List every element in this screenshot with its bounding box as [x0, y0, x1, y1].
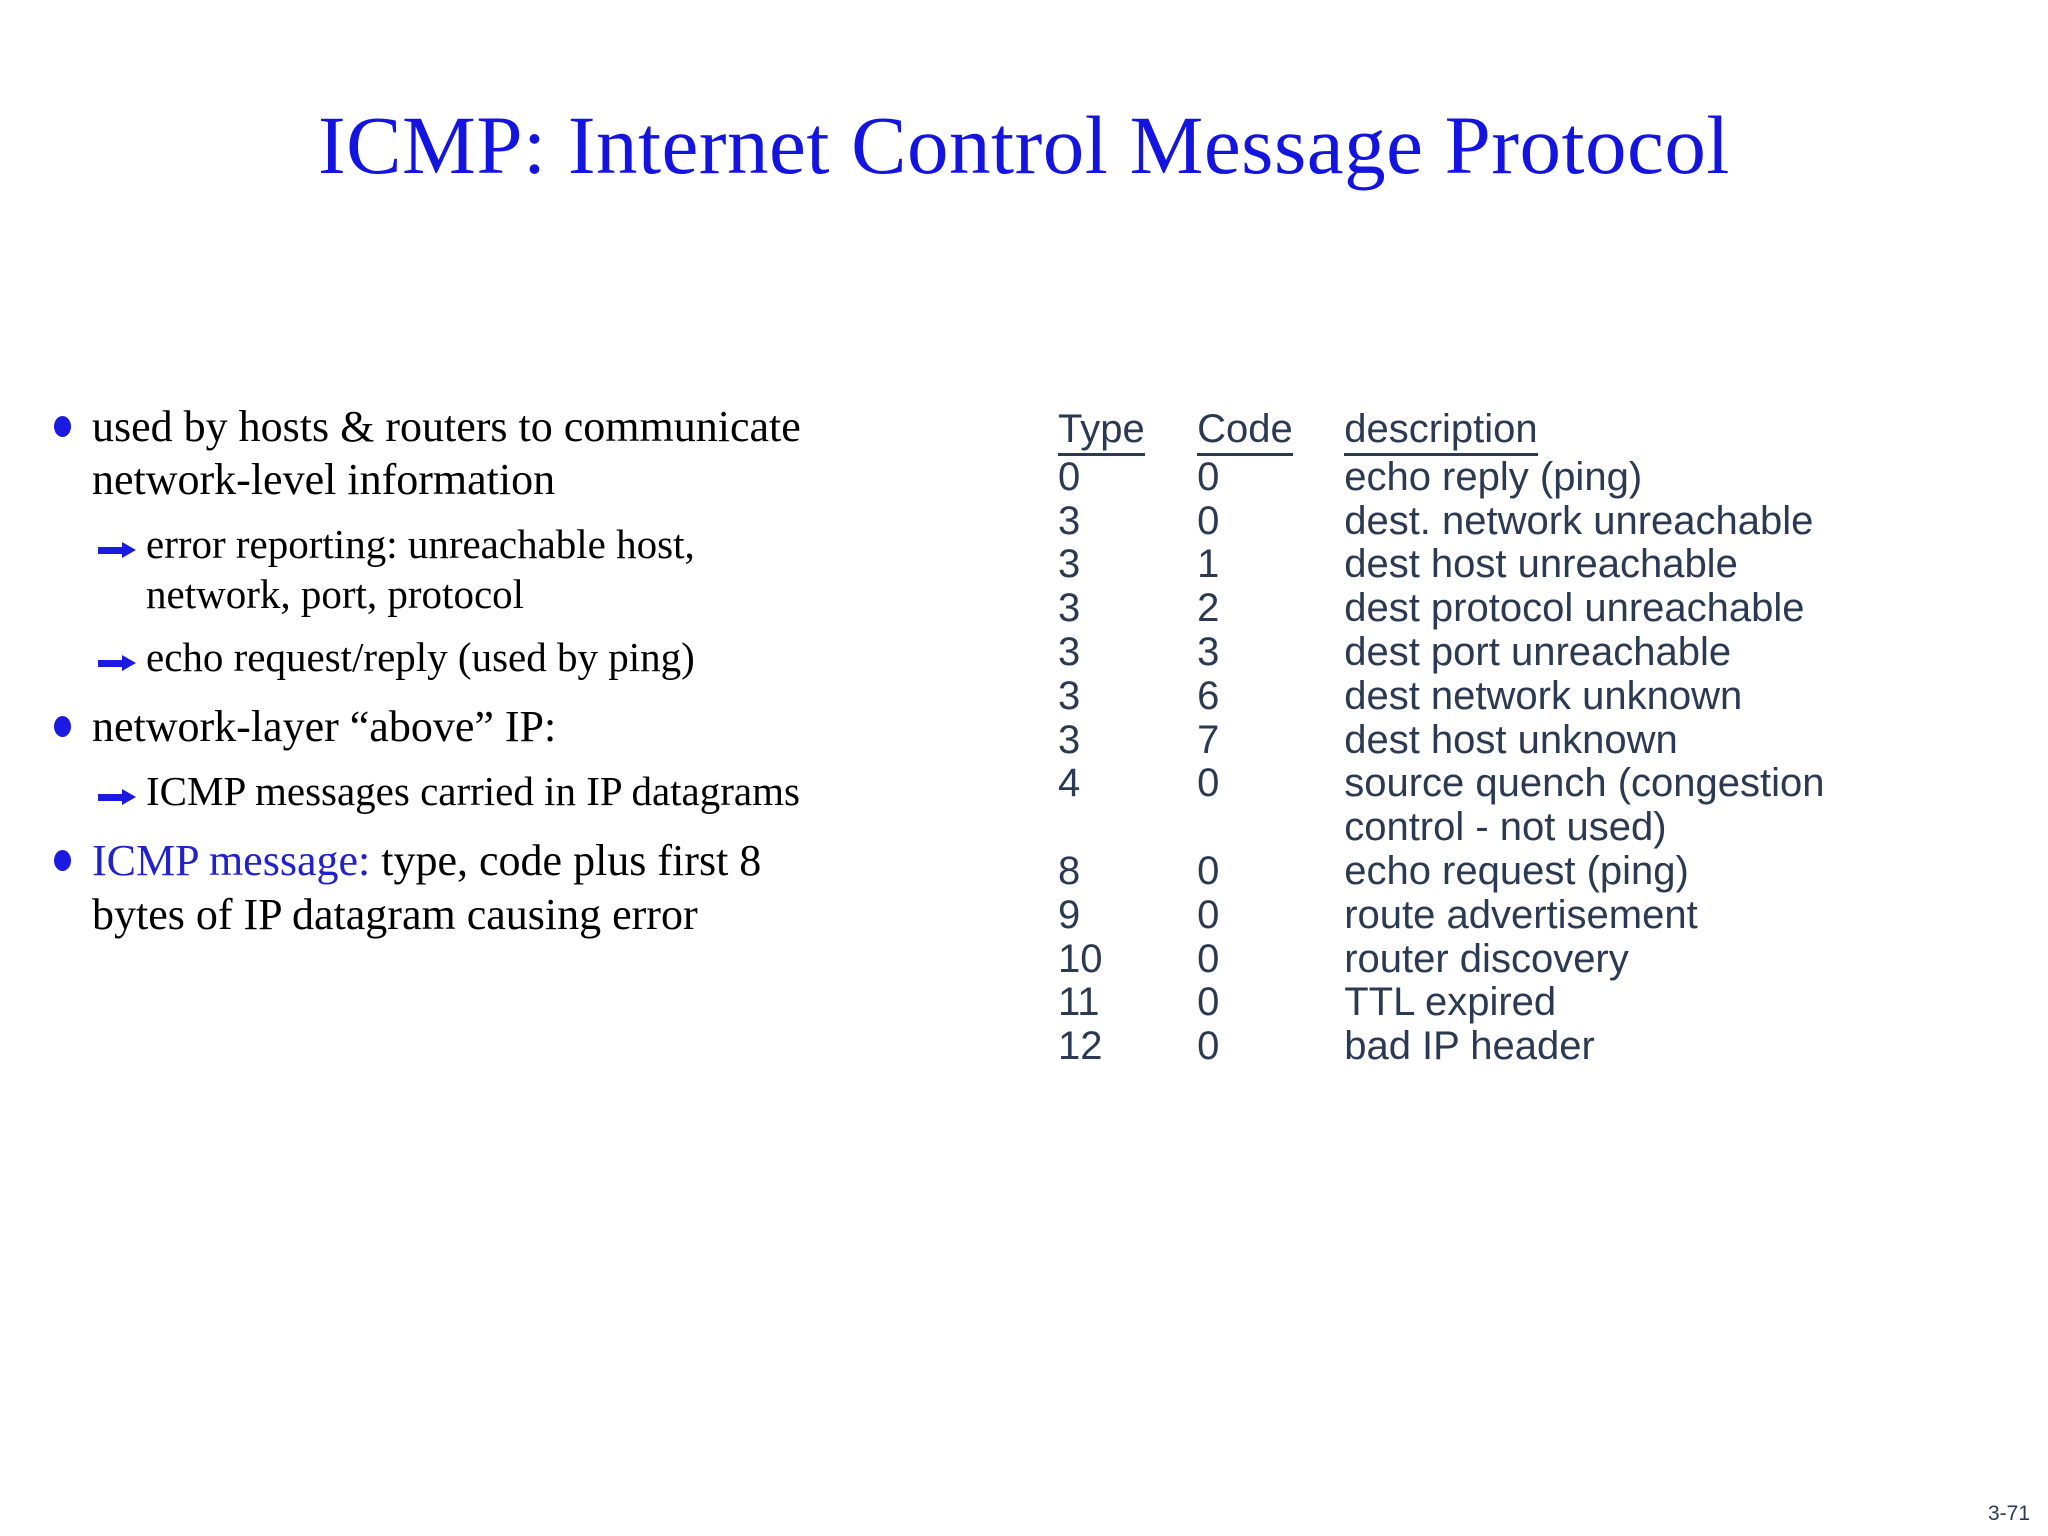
cell-type: 3: [1058, 586, 1081, 631]
cell-code: 3: [1197, 629, 1220, 674]
cell-description: dest port unreachable: [1344, 629, 1732, 674]
sub-bullet-text: echo request/reply (used by ping): [146, 633, 695, 680]
cell-code: 0: [1197, 936, 1220, 981]
list-item: network-layer “above” IP:: [46, 700, 806, 753]
bullet-rest-text: type, code plus first 8 bytes of IP data…: [92, 836, 762, 939]
cell-description: dest protocol unreachable: [1344, 586, 1805, 631]
cell-description: echo reply (ping): [1344, 454, 1643, 499]
table-row: 3 1 dest host unreachable: [1058, 543, 1958, 587]
table-row: 3 3 dest port unreachable: [1058, 629, 1958, 675]
table-header-code: Code: [1197, 407, 1344, 456]
table-row: 8 0 echo request (ping): [1058, 848, 1958, 894]
table-row: 12 0 bad IP header: [1058, 1024, 1958, 1069]
table-row: 10 0 router discovery: [1058, 936, 1958, 982]
cell-description: TTL expired: [1344, 980, 1557, 1025]
cell-code: 2: [1197, 586, 1220, 631]
sub-bullet-text: error reporting: unreachable host, netwo…: [146, 521, 695, 617]
cell-description: source quench (congestion control - not …: [1344, 761, 1958, 850]
cell-type: 8: [1058, 848, 1081, 893]
list-item: error reporting: unreachable host, netwo…: [46, 520, 806, 618]
cell-type: 3: [1058, 629, 1081, 674]
list-item: echo request/reply (used by ping): [46, 633, 806, 682]
cell-code: 7: [1197, 717, 1220, 762]
table-header-row: Type Code description: [1058, 407, 1958, 456]
cell-type: 9: [1058, 892, 1081, 937]
cell-code: 0: [1197, 498, 1220, 543]
cell-description-line1: source quench (congestion: [1344, 761, 1825, 806]
cell-code: 0: [1197, 1024, 1220, 1069]
cell-description-line2: control - not used): [1344, 805, 1667, 850]
cell-code: 6: [1197, 673, 1220, 718]
cell-code: 0: [1197, 761, 1220, 806]
arrow-right-icon: [98, 542, 138, 559]
bullet-dot-icon: [54, 716, 71, 738]
cell-type: 12: [1058, 1024, 1103, 1069]
cell-type: 11: [1058, 980, 1100, 1025]
bullet-dot-icon: [54, 416, 71, 437]
cell-description: dest host unknown: [1344, 717, 1678, 762]
bullet-emphasis-text: ICMP message:: [92, 836, 371, 886]
table-row: 3 0 dest. network unreachable: [1058, 498, 1958, 544]
cell-description: router discovery: [1344, 936, 1629, 981]
list-item: used by hosts & routers to communicate n…: [46, 400, 806, 506]
table-header-description: description: [1344, 407, 1958, 456]
table-row: 4 0 source quench (congestion control - …: [1058, 761, 1958, 850]
bullet-text: network-layer “above” IP:: [92, 702, 557, 752]
cell-description: bad IP header: [1344, 1024, 1595, 1069]
arrow-right-icon: [98, 789, 138, 806]
bullet-text: ICMP message: type, code plus first 8 by…: [92, 834, 806, 940]
arrow-right-icon: [98, 654, 138, 671]
cell-description: dest network unknown: [1344, 673, 1743, 718]
table-header-type: Type: [1058, 407, 1197, 456]
cell-code: 0: [1197, 980, 1220, 1025]
page-title: ICMP: Internet Control Message Protocol: [318, 99, 1730, 191]
cell-description: dest host unreachable: [1344, 542, 1738, 587]
cell-type: 3: [1058, 717, 1081, 762]
cell-description: dest. network unreachable: [1344, 498, 1814, 543]
page-number: 3-71: [1987, 1502, 2030, 1525]
cell-type: 0: [1058, 454, 1081, 499]
bullet-text: used by hosts & routers to communicate n…: [92, 402, 801, 505]
cell-type: 3: [1058, 542, 1081, 587]
table-row: 3 7 dest host unknown: [1058, 717, 1958, 763]
table-row: 3 2 dest protocol unreachable: [1058, 586, 1958, 631]
bullet-list: used by hosts & routers to communicate n…: [46, 400, 806, 945]
cell-code: 0: [1197, 848, 1220, 893]
icmp-message-table: Type Code description 0 0 echo reply (pi…: [1058, 407, 1958, 1069]
cell-type: 3: [1058, 498, 1081, 543]
sub-bullet-text: ICMP messages carried in IP datagrams: [146, 768, 800, 815]
table-row: 0 0 echo reply (ping): [1058, 454, 1958, 500]
cell-code: 0: [1197, 892, 1220, 937]
table-row: 9 0 route advertisement: [1058, 892, 1958, 938]
cell-type: 4: [1058, 761, 1081, 806]
cell-description: route advertisement: [1344, 892, 1698, 937]
cell-code: 1: [1197, 542, 1220, 587]
list-item: ICMP message: type, code plus first 8 by…: [46, 834, 806, 940]
cell-code: 0: [1197, 454, 1220, 499]
cell-type: 10: [1058, 936, 1103, 981]
cell-type: 3: [1058, 673, 1081, 718]
table-row: 11 0 TTL expired: [1058, 981, 1958, 1025]
bullet-dot-icon: [54, 850, 71, 872]
list-item: ICMP messages carried in IP datagrams: [46, 767, 806, 816]
cell-description: echo request (ping): [1344, 848, 1689, 893]
table-row: 3 6 dest network unknown: [1058, 673, 1958, 719]
